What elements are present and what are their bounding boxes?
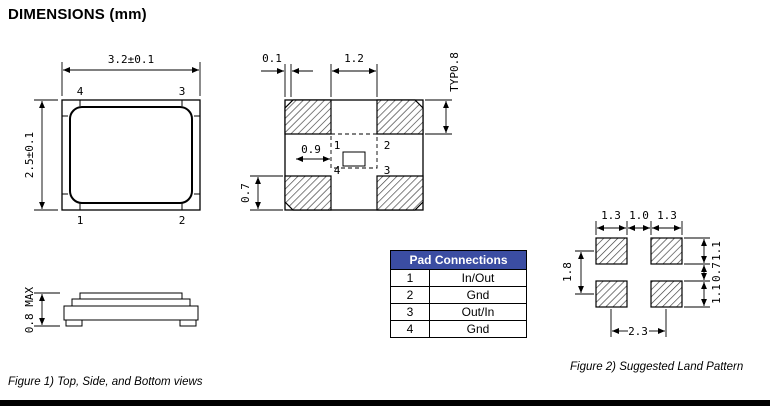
pad-number: 1 (390, 269, 430, 287)
land-pattern-right-dimensions: 1.1 0.7 1.1 (684, 237, 723, 308)
top-view-pin-3-label: 3 (179, 85, 186, 98)
bottom-view-pin-2-label: 2 (384, 139, 391, 152)
pad-connection: Out/In (429, 303, 527, 321)
side-view-height-dimension: 0.8 MAX (23, 286, 60, 333)
pad-number: 2 (390, 286, 430, 304)
land-pad-width-right-label: 1.3 (657, 209, 677, 222)
bottom-view-lower-pad-label: 0.7 (239, 183, 252, 203)
pad-number: 4 (390, 320, 430, 338)
side-view-lid (79, 292, 183, 300)
top-view-pin-2-label: 2 (179, 214, 186, 227)
land-pattern-top-dimensions: 1.3 1.0 1.3 (595, 209, 683, 235)
page-bottom-rule (0, 400, 770, 406)
bottom-view-pin-1-label: 1 (334, 139, 341, 152)
pad-table-header: Pad Connections (390, 250, 527, 270)
bottom-view-pad-height-label: TYP0.8 (448, 52, 461, 92)
pad-connections-table: Pad Connections 1 In/Out 2 Gnd 3 Out/In … (390, 250, 527, 338)
bottom-view-center-mark (342, 151, 366, 167)
top-view-pin-1-label: 1 (77, 214, 84, 227)
bottom-view-pin-3-label: 3 (384, 164, 391, 177)
pad-table-row-2: 2 Gnd (390, 286, 527, 304)
land-pattern-vertical-pitch-dimension: 1.8 (561, 250, 594, 295)
top-view-height-dimension: 2.5±0.1 (23, 99, 58, 211)
land-pad-bottom-left (595, 280, 628, 308)
top-view-width-dimension: 3.2±0.1 (61, 53, 201, 96)
bottom-view-pad-2 (376, 99, 424, 135)
bottom-view-lower-pad-dimension: 0.7 (239, 175, 283, 211)
land-pad-top-right (650, 237, 683, 265)
side-view-seal-ring (71, 298, 191, 307)
top-view: 4 3 1 2 3.2±0.1 2.5±0.1 (23, 53, 201, 227)
land-pad-width-left-label: 1.3 (601, 209, 621, 222)
bottom-view-pad-3 (376, 175, 424, 211)
top-view-height-label: 2.5±0.1 (23, 132, 36, 178)
land-vertical-gap-label: 0.7 (710, 262, 723, 282)
bottom-view: 1 2 4 3 0.1 1.2 TYP0.8 (239, 52, 461, 211)
side-view-right-pad (179, 319, 197, 327)
pad-table-row-3: 3 Out/In (390, 303, 527, 321)
side-view-height-label: 0.8 MAX (23, 286, 36, 333)
bottom-view-pad-pitch-dimension: 1.2 (330, 52, 378, 97)
top-view-lid-outline (69, 106, 193, 204)
pad-connection: In/Out (429, 269, 527, 287)
bottom-view-outline (284, 99, 424, 211)
land-pad-bottom-right (650, 280, 683, 308)
land-gap-label: 1.0 (629, 209, 649, 222)
land-pad-height-top-label: 1.1 (710, 241, 723, 261)
land-horizontal-pitch-label: 2.3 (628, 325, 648, 338)
top-view-pin-4-label: 4 (77, 85, 84, 98)
bottom-view-center-label: 0.9 (301, 143, 321, 156)
land-pattern-horizontal-pitch-dimension: 2.3 (610, 309, 667, 338)
bottom-view-pad-pitch-label: 1.2 (344, 52, 364, 65)
page-title: DIMENSIONS (mm) (8, 6, 147, 23)
side-view: 0.8 MAX (23, 286, 199, 333)
bottom-view-pad-1 (284, 99, 332, 135)
land-pad-top-left (595, 237, 628, 265)
bottom-view-pad-height-dimension: TYP0.8 (425, 52, 461, 135)
pad-table-row-1: 1 In/Out (390, 269, 527, 287)
land-pattern: 1.3 1.0 1.3 1.1 0.7 1.1 1.8 (561, 209, 723, 338)
pad-connection: Gnd (429, 286, 527, 304)
pad-table-header-row: Pad Connections (390, 250, 527, 270)
figure1-caption: Figure 1) Top, Side, and Bottom views (8, 376, 203, 388)
pad-connection: Gnd (429, 320, 527, 338)
pad-table-row-4: 4 Gnd (390, 320, 527, 338)
side-view-base (63, 305, 199, 321)
land-pad-height-bottom-label: 1.1 (710, 284, 723, 304)
bottom-view-pad-4 (284, 175, 332, 211)
top-view-body-outline (61, 99, 201, 211)
top-view-width-label: 3.2±0.1 (108, 53, 154, 66)
bottom-view-edge-gap-dimension: 0.1 (261, 52, 313, 97)
land-vertical-pitch-label: 1.8 (561, 262, 574, 282)
top-view-corner-pad-marks (62, 100, 200, 210)
bottom-view-edge-gap-label: 0.1 (262, 52, 282, 65)
pad-number: 3 (390, 303, 430, 321)
bottom-view-pin-4-label: 4 (334, 164, 341, 177)
figure2-caption: Figure 2) Suggested Land Pattern (570, 361, 744, 373)
bottom-view-center-dimension: 0.9 (296, 143, 330, 162)
side-view-left-pad (65, 319, 83, 327)
bottom-view-crystal-outline-dashed (330, 133, 378, 169)
